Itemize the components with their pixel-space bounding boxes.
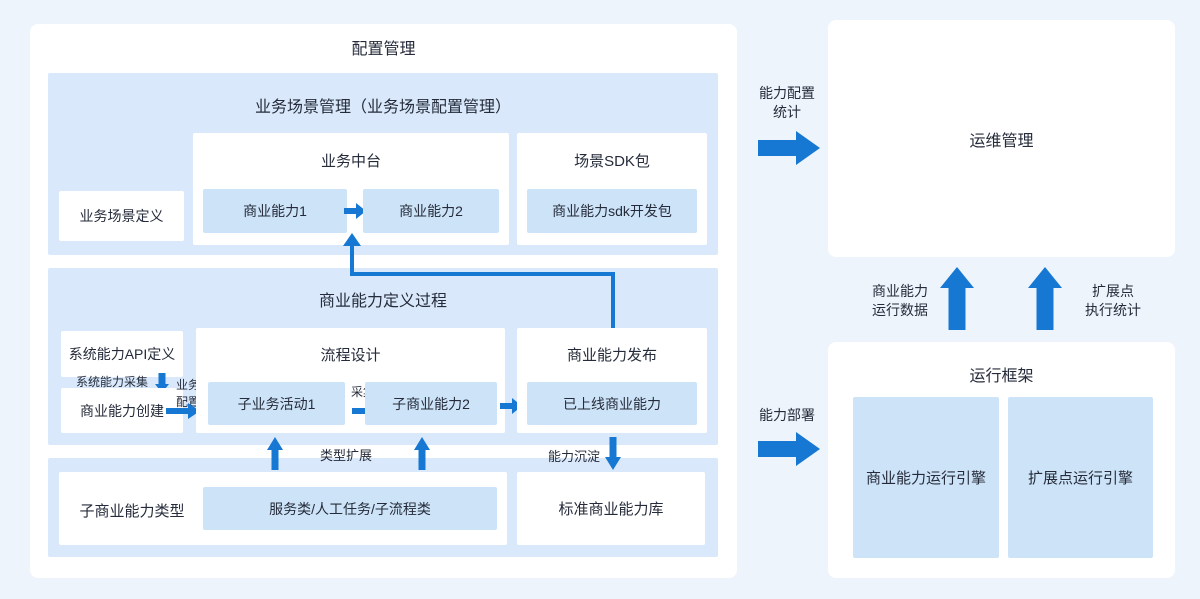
config-stat-label: 能力配置 统计 — [751, 84, 823, 122]
standard-capability-lib-box: 标准商业能力库 — [517, 472, 705, 545]
biz-config-arrow-icon — [166, 403, 200, 419]
run-data-label-line1: 商业能力 — [872, 283, 928, 299]
ext-stat-label: 扩展点 执行统计 — [1077, 282, 1149, 320]
runtime-framework-title: 运行框架 — [969, 368, 1034, 385]
capability-create-box: 商业能力创建 — [61, 388, 183, 433]
scenario-section-title: 业务场景管理（业务场景配置管理） — [254, 99, 511, 116]
ext-stat-up-arrow-icon — [1028, 267, 1062, 330]
sdk-package-box: 商业能力sdk开发包 — [527, 189, 697, 233]
type-extend-label: 类型扩展 — [319, 448, 372, 463]
ext-stat-label-line2: 执行统计 — [1085, 302, 1141, 318]
config-stat-label-line2: 统计 — [773, 104, 801, 120]
sub-capability-type-label: 子商业能力类型 — [79, 503, 185, 520]
run-data-up-arrow-icon — [940, 267, 974, 330]
business-capability-1-box: 商业能力1 — [203, 189, 347, 233]
process-design-title: 流程设计 — [320, 347, 381, 364]
capability-publish-title: 商业能力发布 — [566, 347, 657, 364]
system-api-definition-box: 系统能力API定义 — [61, 331, 183, 377]
ops-management-panel: 运维管理 — [828, 20, 1175, 257]
biz-config-label-line2: 配置 — [175, 395, 200, 409]
online-capability-box: 已上线商业能力 — [527, 382, 697, 425]
scene-sdk-title: 场景SDK包 — [574, 153, 650, 170]
cap1-to-cap2-arrow-icon — [344, 203, 366, 219]
ext-stat-label-line1: 扩展点 — [1092, 283, 1134, 299]
config-management-title: 配置管理 — [351, 41, 416, 58]
type-extend-up-arrow-right-icon — [414, 437, 430, 470]
connector-horizontal — [350, 272, 615, 276]
config-stat-arrow-icon — [758, 131, 820, 165]
run-data-label-line2: 运行数据 — [872, 302, 928, 318]
deploy-label: 能力部署 — [759, 407, 815, 423]
connector-vertical-right — [611, 272, 615, 328]
run-data-label: 商业能力 运行数据 — [864, 282, 936, 320]
type-extend-up-arrow-left-icon — [267, 437, 283, 470]
biz-config-label: 业务 配置 — [172, 377, 204, 411]
definition-section-title: 商业能力定义过程 — [318, 293, 447, 310]
settle-down-arrow-icon — [605, 437, 621, 470]
capability-engine-box: 商业能力运行引擎 — [853, 397, 999, 558]
config-stat-label-line1: 能力配置 — [759, 85, 815, 101]
extension-engine-box: 扩展点运行引擎 — [1008, 397, 1153, 558]
connector-vertical-left — [350, 244, 354, 274]
system-collect-label: 系统能力采集 — [75, 375, 148, 389]
sub-activity-1-box: 子业务活动1 — [208, 382, 345, 425]
connector-arrowhead-icon — [343, 233, 361, 246]
scenario-definition-box: 业务场景定义 — [59, 191, 184, 241]
business-capability-2-box: 商业能力2 — [363, 189, 499, 233]
mid-platform-title: 业务中台 — [320, 153, 381, 170]
deploy-arrow-icon — [758, 432, 820, 466]
settle-label: 能力沉淀 — [547, 449, 600, 464]
type-list-box: 服务类/人工任务/子流程类 — [203, 487, 497, 530]
sub-capability-2-box: 子商业能力2 — [365, 382, 497, 425]
subcap2-to-online-arrow-icon — [500, 398, 522, 414]
biz-config-label-line1: 业务 — [175, 378, 200, 392]
